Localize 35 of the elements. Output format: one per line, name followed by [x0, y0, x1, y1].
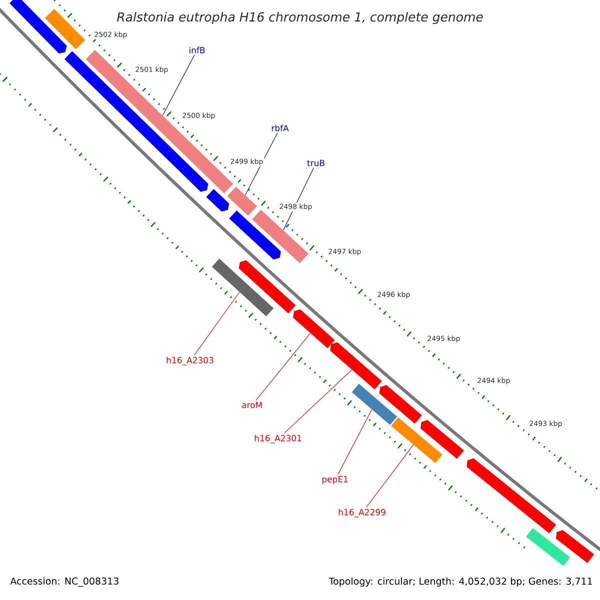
leader-line: [194, 292, 240, 356]
gene-feature: [292, 309, 335, 348]
leader-line: [244, 132, 278, 196]
gene-label: h16_A2301: [254, 434, 302, 444]
gene-bar: [212, 258, 274, 316]
gene-bar: [526, 528, 570, 566]
title: Ralstonia eutropha H16 chromosome 1, complete genome: [116, 12, 483, 24]
gene-feature: [206, 189, 230, 212]
gene-label: h16_A2299: [338, 508, 386, 518]
gene-label: h16_A2303: [166, 356, 214, 366]
leader-line: [284, 369, 352, 434]
gene-bar: [252, 210, 309, 264]
gene-feature: [10, 0, 67, 54]
gene-label: aroM: [242, 402, 262, 408]
gene-feature: [330, 342, 382, 390]
footer-text: Accession: NC_008313: [9, 576, 120, 588]
gene-label: truB: [307, 160, 324, 166]
gene-bar: [44, 8, 85, 50]
gene-label: pepE1: [322, 476, 348, 484]
gene-feature: [229, 210, 281, 260]
gene-feature: [420, 420, 464, 459]
leader-line: [366, 444, 414, 508]
gene-bar: [227, 186, 257, 216]
leader-line: [162, 54, 195, 116]
gene-feature: [466, 458, 556, 534]
gene-bar: [391, 417, 442, 464]
gene-label: infB: [190, 46, 205, 54]
footer-text: Topology: circular; Length: 4,052,032 bp; Genes: 3,711: [328, 576, 594, 588]
gene-feature: [379, 385, 422, 424]
gene-bar: [352, 384, 398, 425]
gene-feature: [556, 530, 594, 563]
gene-feature: [238, 260, 296, 314]
gene-label: rbfA: [272, 124, 289, 132]
leader-line: [338, 409, 372, 475]
leader-line: [256, 332, 311, 400]
